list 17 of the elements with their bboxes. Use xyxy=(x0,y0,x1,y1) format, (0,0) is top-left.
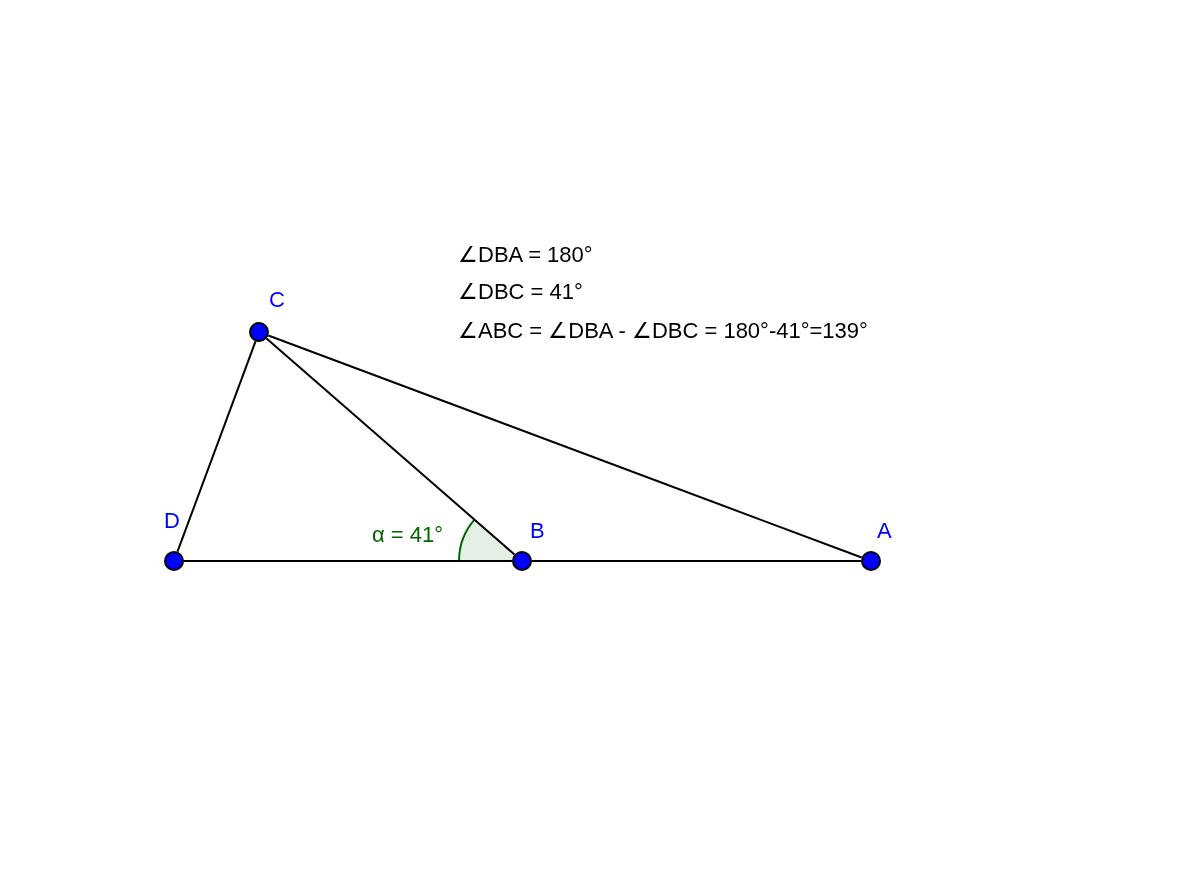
point-marker xyxy=(164,551,184,571)
line-segment xyxy=(176,340,257,553)
line-segment xyxy=(531,560,862,562)
point-label: B xyxy=(530,519,545,543)
point-label: D xyxy=(164,509,180,533)
point-marker xyxy=(249,322,269,342)
angle-label: α = 41° xyxy=(372,522,444,548)
point-label: C xyxy=(269,288,285,312)
point-marker xyxy=(512,551,532,571)
angle-equation: ∠ABC = ∠DBA - ∠DBC = 180°-41°=139° xyxy=(458,318,868,344)
line-segment xyxy=(265,337,516,556)
line-segment xyxy=(183,560,513,562)
line-segment xyxy=(267,334,863,559)
point-label: A xyxy=(877,519,892,543)
angle-equation: ∠DBA = 180° xyxy=(458,242,593,268)
point-marker xyxy=(861,551,881,571)
angle-equation: ∠DBC = 41° xyxy=(458,279,583,305)
